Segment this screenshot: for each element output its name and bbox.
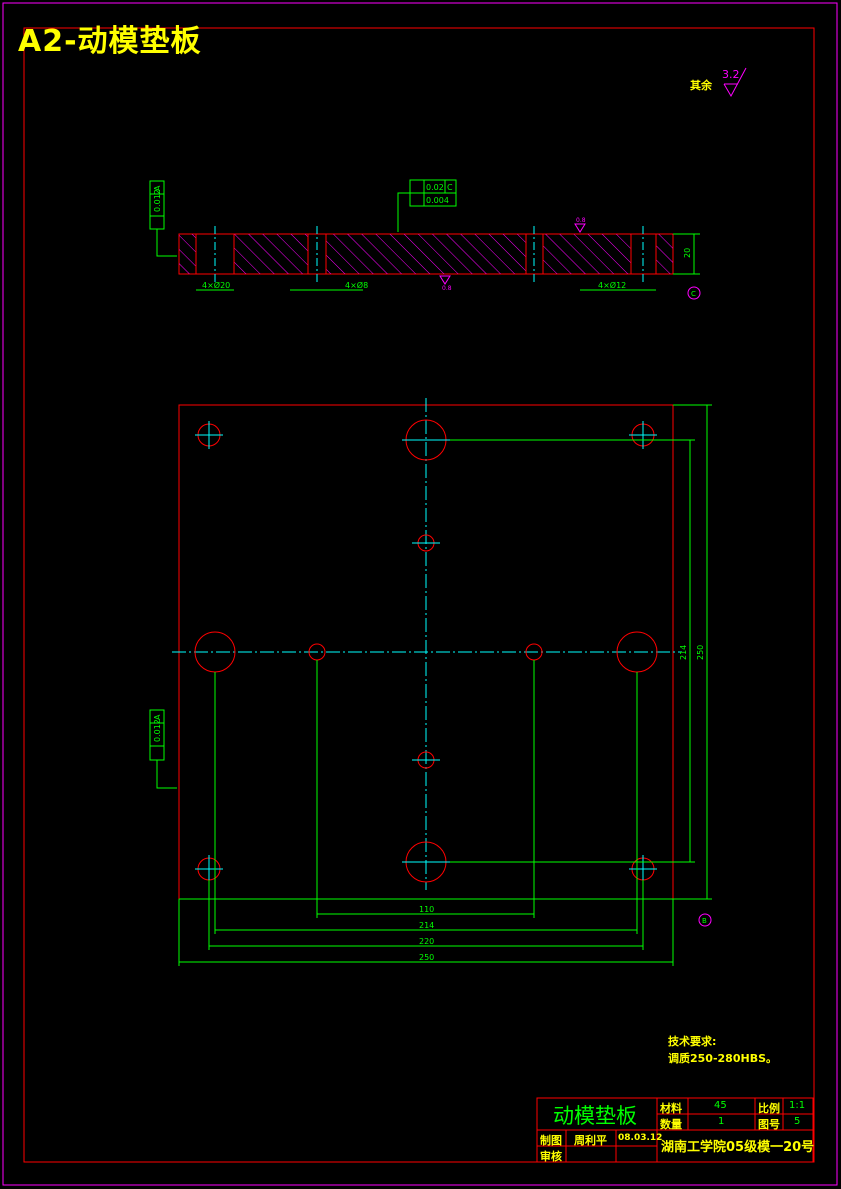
hatch-region-5 bbox=[656, 234, 673, 274]
hole-label-3: 4×Ø12 bbox=[598, 280, 626, 290]
roughness-label: 其余 bbox=[690, 79, 712, 92]
flat-tol: 0.004 bbox=[426, 196, 449, 205]
flatness-frame-left: 0.012 A bbox=[149, 709, 177, 789]
tech-heading: 技术要求: bbox=[668, 1035, 717, 1048]
tb-check-label: 审核 bbox=[540, 1150, 562, 1163]
hatch-region-1 bbox=[179, 234, 196, 274]
hatch-region-3 bbox=[326, 234, 526, 274]
parallel-datum: C bbox=[447, 183, 453, 192]
datum-a-left: A bbox=[153, 714, 162, 720]
hole-label-2: 4×Ø8 bbox=[345, 280, 368, 290]
thickness-dim: 20 bbox=[683, 248, 692, 258]
parallel-tol: 0.02 bbox=[426, 183, 444, 192]
tb-school: 湖南工学院05级模一20号 bbox=[661, 1140, 815, 1155]
dim-250-vertical: 250 bbox=[696, 645, 705, 660]
tb-drawn-name: 周利平 bbox=[574, 1134, 607, 1147]
tb-drawing-no-label: 图号 bbox=[758, 1118, 780, 1131]
tb-drawn-label: 制图 bbox=[540, 1134, 562, 1147]
rough-mark-2: 0.8 bbox=[442, 285, 452, 292]
hatch-region-4 bbox=[543, 234, 631, 274]
inner-border bbox=[23, 27, 815, 1163]
tb-part-name: 动模垫板 bbox=[553, 1104, 637, 1128]
flatness-frame-top: 0.012 A bbox=[149, 180, 177, 257]
tb-material-label: 材料 bbox=[660, 1102, 682, 1115]
sheet-title: A2-动模垫板 bbox=[18, 24, 202, 59]
roughness-symbol bbox=[723, 67, 747, 98]
datum-c-label: C bbox=[691, 290, 696, 298]
tb-material-value: 45 bbox=[714, 1100, 727, 1111]
tb-qty-label: 数量 bbox=[660, 1118, 682, 1131]
tech-line-1: 调质250-280HBS。 bbox=[668, 1052, 778, 1065]
datum-b-label: B bbox=[702, 917, 707, 925]
parallel-frame: 0.02 C 0.004 bbox=[397, 179, 457, 232]
dim-214-vertical: 214 bbox=[679, 645, 688, 660]
dim-214: 214 bbox=[419, 921, 434, 930]
tb-drawn-date: 08.03.12 bbox=[618, 1133, 663, 1143]
plan-view: 0.012 A 110 214 220 250 214 250 bbox=[149, 398, 712, 966]
rough-mark-1: 0.8 bbox=[576, 217, 586, 224]
tb-scale-label: 比例 bbox=[758, 1102, 780, 1115]
tb-scale-value: 1:1 bbox=[789, 1100, 806, 1111]
flatness-tol-left: 0.012 bbox=[153, 719, 162, 742]
dim-250: 250 bbox=[419, 953, 434, 962]
dim-110: 110 bbox=[419, 905, 434, 914]
section-view: 0.012 A 0.02 C 0.004 4×Ø20 4×Ø8 4×Ø12 20 bbox=[149, 179, 701, 300]
datum-a-top: A bbox=[153, 185, 162, 191]
tb-drawing-no-value: 5 bbox=[794, 1116, 801, 1127]
title-block bbox=[536, 1097, 814, 1163]
roughness-value: 3.2 bbox=[722, 68, 740, 81]
flatness-tol-top: 0.012 bbox=[153, 189, 162, 212]
tb-qty-value: 1 bbox=[718, 1116, 725, 1127]
datum-b-marker bbox=[698, 913, 712, 927]
dim-220: 220 bbox=[419, 937, 434, 946]
datum-c-marker bbox=[687, 286, 701, 300]
hatch-region-2 bbox=[234, 234, 308, 274]
hole-label-1: 4×Ø20 bbox=[202, 280, 230, 290]
